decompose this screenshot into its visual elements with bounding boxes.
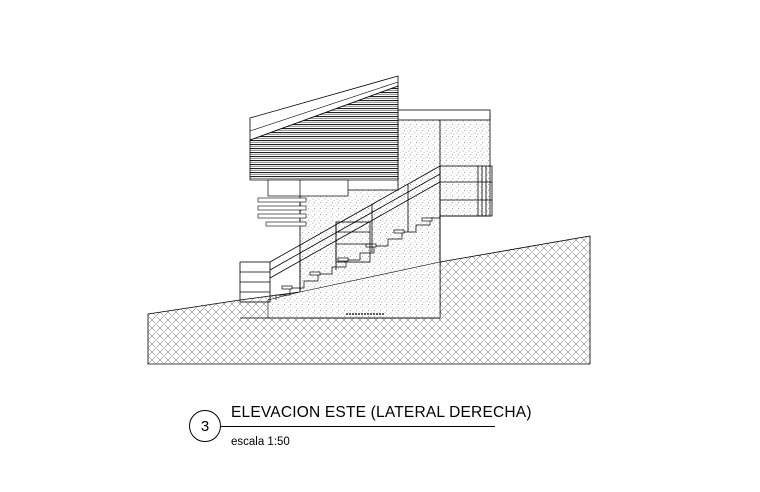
window-opening — [267, 179, 349, 197]
roof-slab-right — [397, 109, 491, 121]
stair-steps — [275, 217, 440, 300]
railing — [239, 165, 493, 303]
louver-3 — [257, 213, 307, 219]
louver-2 — [257, 205, 307, 211]
louver-4 — [265, 221, 307, 227]
louver-1 — [257, 197, 307, 203]
roof-edge — [249, 75, 399, 141]
